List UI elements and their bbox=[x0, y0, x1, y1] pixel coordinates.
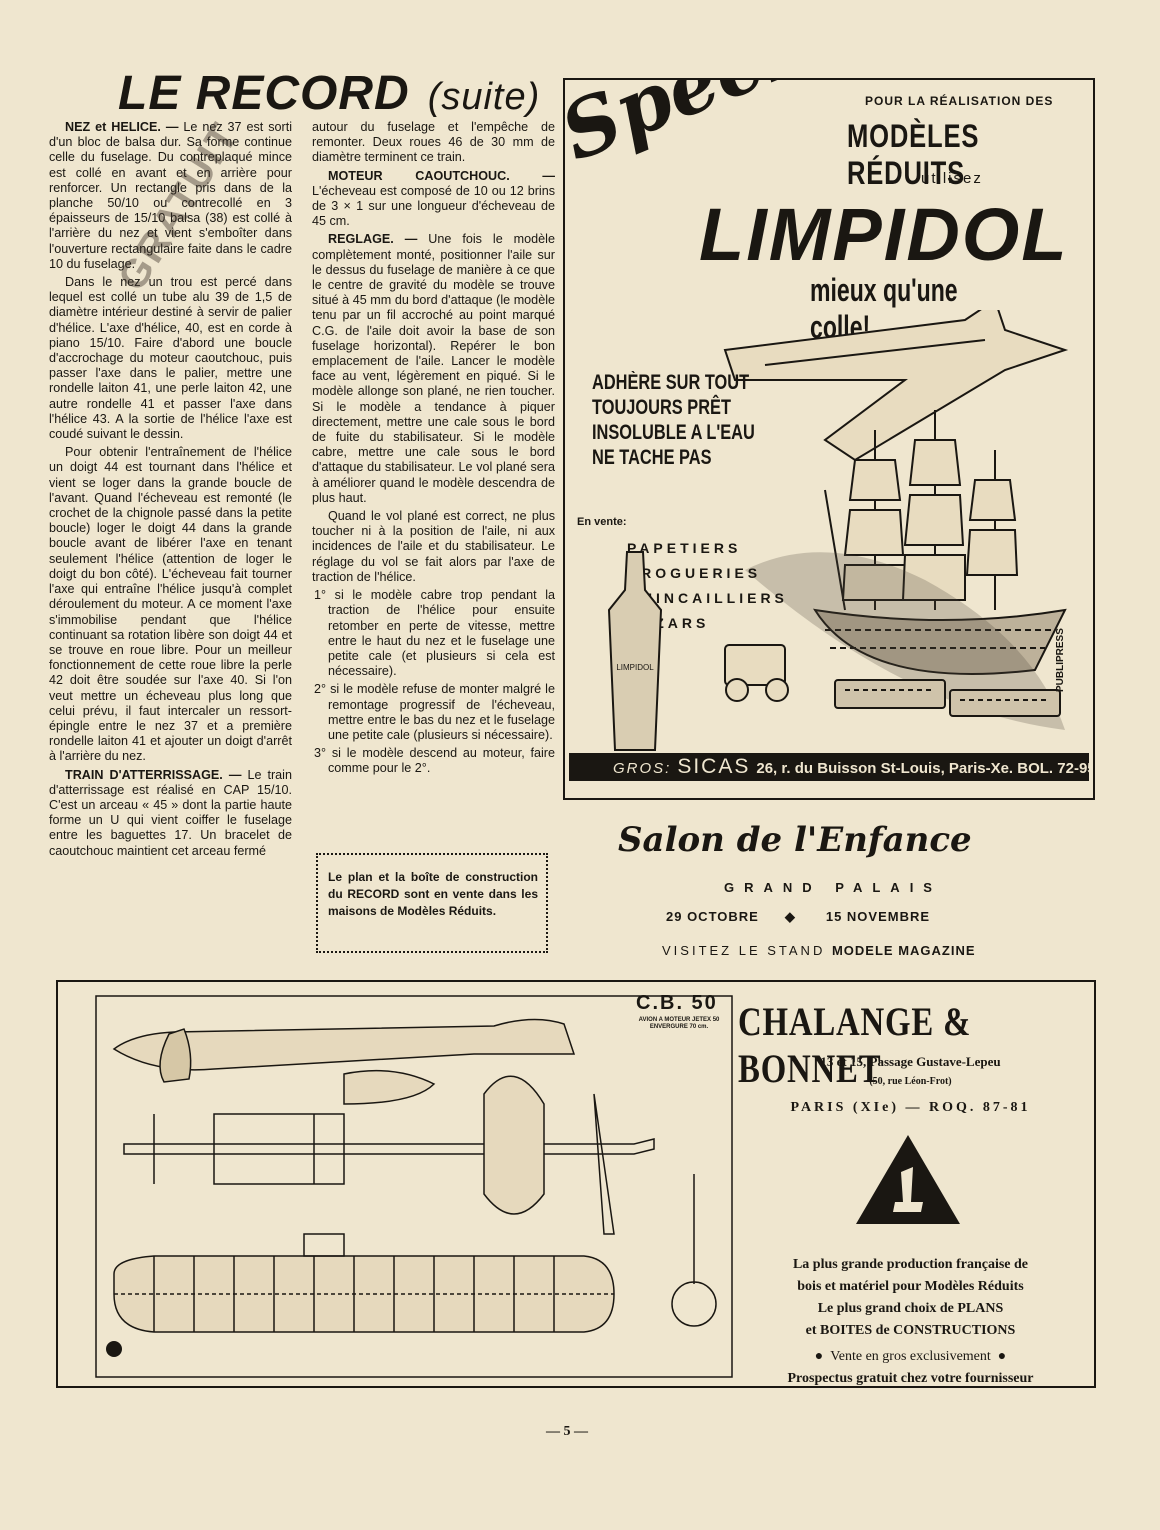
claim-1: ADHÈRE SUR TOUT bbox=[592, 371, 750, 394]
tube-label: LIMPIDOL bbox=[616, 663, 654, 672]
limpidol-advertisement: Spécial POUR LA RÉALISATION DES MODÈLES … bbox=[563, 78, 1095, 800]
shop-quincailliers: QUINCAILLIERS bbox=[627, 590, 788, 606]
sicas-banner: GROS: SICAS 26, r. du Buisson St-Louis, Pa… bbox=[569, 753, 1093, 781]
claim-2: TOUJOURS PRÊT bbox=[592, 396, 731, 419]
chalange-address: 13 et 15, Passage Gustave-Lepeu (50, rue… bbox=[738, 1052, 1083, 1118]
paragraph-text: Le train d'atterrissage est réalisé en C… bbox=[49, 767, 292, 858]
chalange-description: La plus grande production française de b… bbox=[738, 1254, 1083, 1386]
date-from: 29 OCTOBRE bbox=[666, 909, 759, 924]
paragraph-heading: NEZ et HELICE. — bbox=[65, 120, 179, 134]
chalange-bonnet-name: CHALANGE & BONNET bbox=[738, 999, 972, 1091]
desc-line-4: et BOITES de CONSTRUCTIONS bbox=[805, 1323, 1016, 1338]
article-title: LE RECORD(suite) bbox=[118, 67, 541, 120]
cb50-model-name: C.B. 50 bbox=[636, 992, 718, 1014]
sicas-address: 26, r. du Buisson St-Louis, Paris-Xe. BO… bbox=[756, 760, 1095, 777]
page-number: — 5 — bbox=[546, 1424, 588, 1439]
salon-place: GRAND PALAIS bbox=[724, 880, 942, 895]
bullet-icon: ● bbox=[997, 1349, 1007, 1364]
city-phone: PARIS (XIe) — ROQ. 87-81 bbox=[790, 1100, 1031, 1115]
en-vente-label: En vente: bbox=[577, 516, 627, 528]
ship-and-plane-illustration bbox=[723, 310, 1069, 730]
limpidol-brand: LIMPIDOL bbox=[699, 193, 1069, 276]
article-paragraph: TRAIN D'ATTERRISSAGE. — Le train d'atter… bbox=[49, 768, 292, 859]
desc-line-1: La plus grande production française de bbox=[792, 1257, 1029, 1272]
claim-4: NE TACHE PAS bbox=[592, 446, 712, 469]
paragraph-text: Pour obtenir l'entraînement de l'hélice … bbox=[49, 445, 292, 764]
cb50-span: ENVERGURE 70 cm. bbox=[649, 1024, 709, 1030]
paragraph-heading: TRAIN D'ATTERRISSAGE. — bbox=[65, 767, 242, 782]
article-paragraph: MOTEUR CAOUTCHOUC. — L'écheveau est comp… bbox=[312, 169, 555, 230]
claim-3: INSOLUBLE A L'EAU bbox=[592, 421, 755, 444]
bullet-icon: ● bbox=[814, 1349, 824, 1364]
cb50-plan-drawing bbox=[95, 995, 733, 1378]
pour-la-realisation: POUR LA RÉALISATION DES bbox=[865, 94, 1054, 108]
wholesale-line: ● Vente en gros exclusivement ● bbox=[738, 1346, 1083, 1368]
prospectus-line: Prospectus gratuit chez votre fournisseu… bbox=[787, 1371, 1034, 1386]
salon-stand: MODELE MAGAZINE bbox=[831, 943, 976, 958]
salon-title: Salon de l'Enfance bbox=[618, 820, 972, 860]
sicas-name: SICAS bbox=[677, 755, 751, 778]
utilisez-text: utilisez bbox=[921, 170, 983, 187]
publipress-credit: PUBLIPRESS bbox=[1055, 628, 1066, 692]
paragraph-text: Quand le vol plané est correct, ne plus … bbox=[312, 509, 555, 584]
shop-drogueries: DROGUERIES bbox=[627, 565, 762, 581]
wholesale-text: Vente en gros exclusivement bbox=[830, 1349, 991, 1364]
adjustment-item: 3° si le modèle descend au moteur, faire… bbox=[314, 746, 555, 776]
plan-availability-box: Le plan et la boîte de construction du R… bbox=[316, 853, 548, 953]
article-paragraph: Pour obtenir l'entraînement de l'hélice … bbox=[49, 445, 292, 764]
modeles-reduits-heading: MODÈLES RÉDUITS bbox=[847, 118, 980, 191]
article-column-2: autour du fuselage et l'empêche de remon… bbox=[312, 120, 555, 780]
diamond-icon: ◆ bbox=[784, 909, 796, 924]
date-to: 15 NOVEMBRE bbox=[825, 909, 931, 924]
desc-line-3: Le plus grand choix de PLANS bbox=[817, 1301, 1004, 1316]
warning-triangle-logo-icon bbox=[856, 1135, 960, 1224]
article-title-suffix: (suite) bbox=[427, 76, 541, 118]
jetex-logo-icon bbox=[106, 1341, 122, 1357]
article-column-1: NEZ et HELICE. — Le nez 37 est sorti d'u… bbox=[49, 120, 292, 862]
address-alt: (50, rue Léon-Frot) bbox=[869, 1076, 952, 1087]
article-paragraph: REGLAGE. — Une fois le modèle complèteme… bbox=[312, 232, 555, 506]
limpidol-claims: ADHÈRE SUR TOUT TOUJOURS PRÊT INSOLUBLE … bbox=[592, 370, 755, 470]
paragraph-heading: MOTEUR CAOUTCHOUC. — bbox=[328, 168, 555, 183]
limpidol-tagline: mieux qu'une colle! bbox=[810, 272, 958, 345]
article-paragraph: Quand le vol plané est correct, ne plus … bbox=[312, 509, 555, 585]
paragraph-heading: REGLAGE. — bbox=[328, 232, 418, 247]
adjustment-item: 1° si le modèle cabre trop pendant la tr… bbox=[314, 588, 555, 679]
article-paragraph: autour du fuselage et l'empêche de remon… bbox=[312, 120, 555, 166]
paragraph-text: L'écheveau est composé de 10 ou 12 brins… bbox=[312, 183, 555, 229]
salon-visit: VISITEZ LE STAND MODELE MAGAZINE bbox=[662, 943, 976, 958]
paragraph-text: Dans le nez un trou est percé dans leque… bbox=[49, 275, 292, 442]
salon-dates: 29 OCTOBRE ◆ 15 NOVEMBRE bbox=[666, 909, 930, 925]
paragraph-text: Une fois le modèle complètement monté, p… bbox=[312, 232, 555, 505]
desc-line-2: bois et matériel pour Modèles Réduits bbox=[797, 1279, 1024, 1294]
paragraph-text: autour du fuselage et l'empêche de remon… bbox=[312, 120, 555, 165]
glue-tube-icon: LIMPIDOL bbox=[607, 551, 663, 751]
special-heading: Spécial bbox=[565, 80, 878, 179]
paragraph-text: Le nez 37 est sorti d'un bloc de balsa d… bbox=[49, 120, 292, 271]
article-paragraph: Dans le nez un trou est percé dans leque… bbox=[49, 275, 292, 442]
address-line: 13 et 15, Passage Gustave-Lepeu bbox=[820, 1054, 1001, 1069]
shop-papetiers: PAPETIERS bbox=[627, 540, 742, 556]
gros-label: GROS: bbox=[613, 760, 672, 777]
article-paragraph: NEZ et HELICE. — Le nez 37 est sorti d'u… bbox=[49, 120, 292, 272]
adjustment-item: 2° si le modèle refuse de monter malgré … bbox=[314, 682, 555, 742]
